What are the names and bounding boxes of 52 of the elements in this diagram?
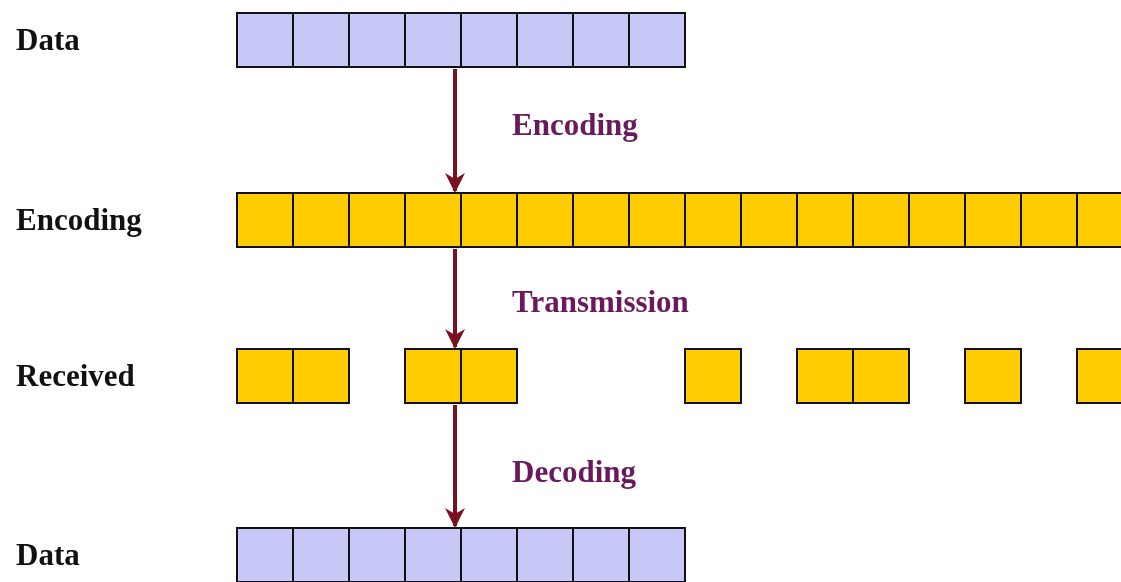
bit-cell — [964, 348, 1022, 404]
bit-cell — [740, 192, 798, 248]
bit-cell — [796, 348, 854, 404]
bit-cell — [572, 12, 630, 68]
row-label: Data — [16, 22, 80, 58]
bit-cell — [404, 12, 462, 68]
bit-cell — [292, 527, 350, 582]
bit-cell — [628, 527, 686, 582]
bit-cell — [348, 192, 406, 248]
bit-row — [236, 527, 686, 582]
bit-cell — [1076, 192, 1121, 248]
bit-cell — [964, 192, 1022, 248]
bit-cell — [236, 192, 294, 248]
bit-cell — [460, 348, 518, 404]
bit-cell — [404, 527, 462, 582]
bit-cell — [1020, 192, 1078, 248]
arrow — [445, 249, 465, 349]
bit-cell — [460, 192, 518, 248]
arrow — [445, 69, 465, 193]
row-label: Encoding — [16, 202, 142, 238]
bit-cell — [348, 527, 406, 582]
bit-cell — [908, 192, 966, 248]
arrow — [445, 405, 465, 528]
bit-cell — [852, 348, 910, 404]
bit-cell — [628, 192, 686, 248]
bit-cell — [572, 192, 630, 248]
bit-cell — [796, 192, 854, 248]
bit-cell — [684, 192, 742, 248]
bit-cell — [852, 192, 910, 248]
bit-cell — [1076, 348, 1121, 404]
bit-cell — [460, 12, 518, 68]
bit-cell — [236, 527, 294, 582]
bit-cell — [572, 527, 630, 582]
bit-row — [236, 12, 686, 68]
bit-cell — [628, 12, 686, 68]
bit-cell — [516, 12, 574, 68]
bit-row — [236, 192, 1121, 248]
bit-cell — [348, 12, 406, 68]
bit-cell — [460, 527, 518, 582]
bit-cell — [516, 527, 574, 582]
bit-row — [236, 348, 1121, 404]
row-label: Data — [16, 537, 80, 573]
bit-cell — [516, 192, 574, 248]
bit-cell — [292, 12, 350, 68]
bit-cell — [404, 192, 462, 248]
bit-cell — [292, 348, 350, 404]
bit-cell — [236, 12, 294, 68]
bit-cell — [292, 192, 350, 248]
bit-cell — [404, 348, 462, 404]
bit-cell — [236, 348, 294, 404]
row-label: Received — [16, 358, 135, 394]
bit-cell — [684, 348, 742, 404]
